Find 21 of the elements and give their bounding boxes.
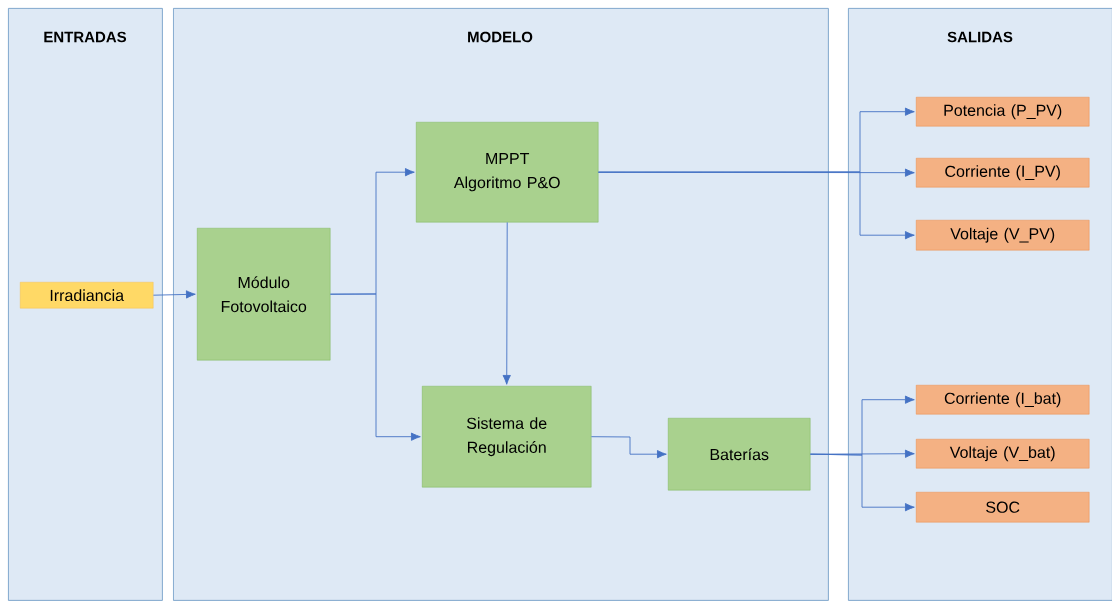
- output-box: Voltaje (V_bat): [916, 439, 1090, 469]
- output-box: SOC: [916, 492, 1090, 523]
- arrow: [809, 453, 915, 512]
- column-heading: ENTRADAS: [44, 31, 127, 43]
- process-box: MPPT Algoritmo P&O: [416, 122, 599, 223]
- arrow: [329, 293, 421, 441]
- arrow: [152, 290, 196, 299]
- process-box: Módulo Fotovoltaico: [197, 228, 331, 361]
- arrow: [502, 221, 511, 385]
- process-box: Sistema de Regulación: [422, 386, 592, 488]
- column-heading: MODELO: [468, 31, 533, 43]
- output-box: Corriente (I_bat): [916, 385, 1090, 415]
- panel: [8, 8, 163, 601]
- output-box: Potencia (P_PV): [916, 97, 1090, 127]
- input-box: Irradiancia: [20, 282, 154, 309]
- output-box: Voltaje (V_PV): [916, 220, 1090, 251]
- column-heading: SALIDAS: [947, 31, 1013, 43]
- output-box: Corriente (I_PV): [916, 158, 1090, 188]
- process-box: Baterías: [668, 418, 811, 491]
- arrow: [597, 171, 915, 240]
- arrow: [590, 436, 667, 459]
